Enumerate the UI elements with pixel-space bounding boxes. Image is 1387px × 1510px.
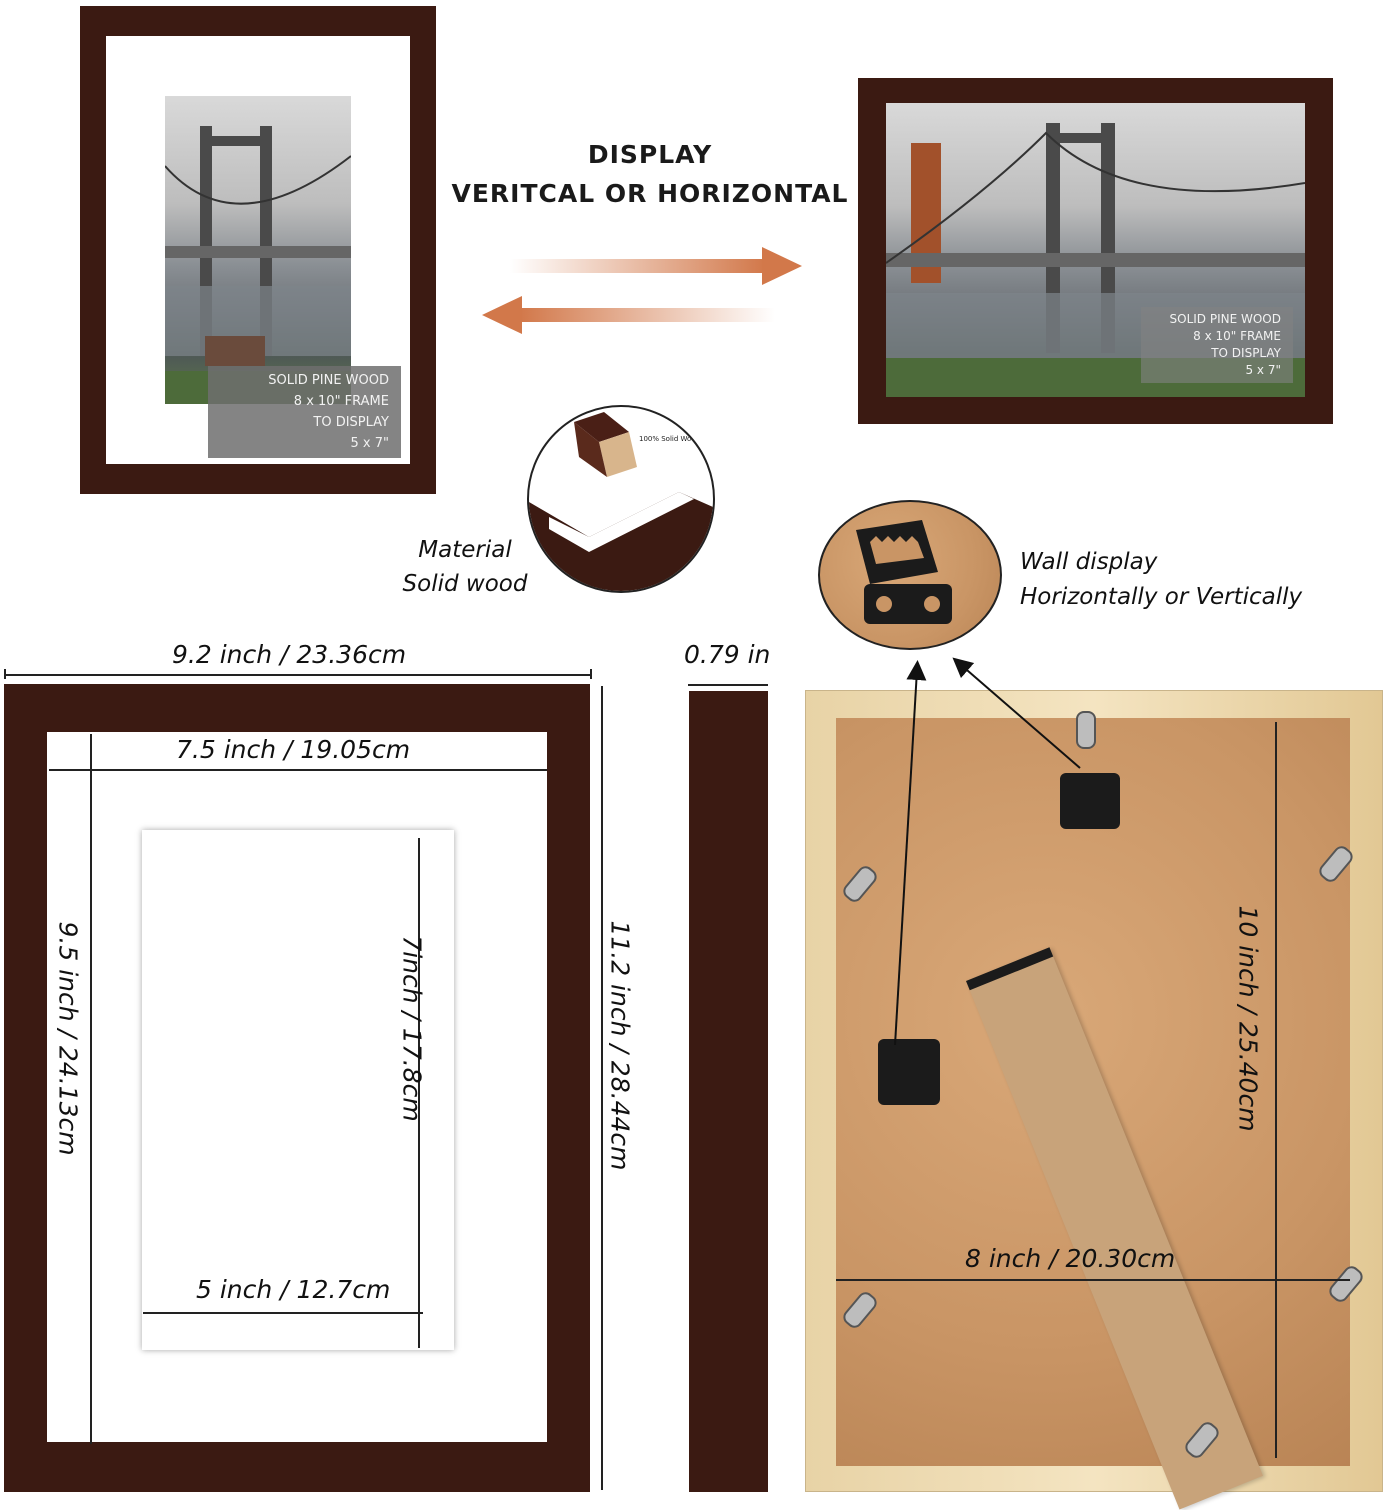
outer-height-line: [601, 686, 603, 1490]
dimension-frame: [4, 684, 590, 1492]
inner-width-label: 7.5 inch / 19.05cm: [176, 735, 411, 764]
outer-width-label: 9.2 inch / 23.36cm: [172, 640, 407, 669]
back-height-line: [1275, 722, 1277, 1458]
sawtooth-hanger-icon: [856, 520, 952, 624]
frame-back: [805, 690, 1383, 1510]
wall-display-line2: Horizontally or Vertically: [1020, 584, 1303, 610]
display-heading-line1: DISPLAY: [587, 140, 713, 169]
opening-width-label: 5 inch / 12.7cm: [196, 1275, 391, 1304]
hanger-detail-circle: [818, 500, 1002, 650]
outer-height-label: 11.2 inch / 28.44cm: [605, 920, 635, 1171]
retaining-clip-icon: [1076, 711, 1096, 749]
photo-opening: [142, 830, 454, 1350]
bridge-illustration: [165, 126, 351, 404]
inner-height-line: [90, 734, 92, 1444]
right-arrow-icon: [510, 247, 802, 285]
outer-width-line: [4, 674, 592, 676]
vertical-frame-photo: SOLID PINE WOOD 8 x 10" FRAME TO DISPLAY…: [80, 6, 436, 494]
caption-line: SOLID PINE WOOD: [1169, 312, 1282, 326]
side-hanger-icon: [878, 1039, 940, 1105]
caption-line: 8 x 10" FRAME: [293, 394, 389, 409]
horizontal-frame-photo: SOLID PINE WOOD 8 x 10" FRAME TO DISPLAY…: [858, 78, 1333, 424]
display-heading: DISPLAY VERITCAL OR HORIZONTAL: [440, 140, 860, 208]
vertical-frame-mat: SOLID PINE WOOD 8 x 10" FRAME TO DISPLAY…: [106, 36, 410, 464]
caption-line: 5 x 7": [350, 436, 389, 451]
frame-side-profile: [689, 691, 768, 1492]
back-width-line: [836, 1279, 1350, 1281]
left-arrow-icon: [482, 296, 775, 334]
opening-width-line: [143, 1312, 423, 1314]
wall-display-line1: Wall display: [1020, 549, 1158, 575]
opening-height-label: 7inch / 17.8cm: [397, 935, 427, 1122]
outer-width-tick: [590, 669, 592, 679]
caption-line: 8 x 10" FRAME: [1193, 329, 1281, 343]
material-corner-label: 100% Solid Wo: [639, 435, 692, 443]
depth-line: [688, 684, 768, 686]
material-label-line1: Material: [418, 537, 512, 563]
material-label: Material Solid wood: [395, 533, 535, 601]
back-height-label: 10 inch / 25.40cm: [1233, 905, 1263, 1132]
outer-width-tick: [4, 669, 6, 679]
opening-height-line: [418, 838, 420, 1348]
material-label-line2: Solid wood: [402, 571, 528, 597]
caption-line: TO DISPLAY: [313, 415, 389, 430]
wood-corner-illustration: [529, 412, 713, 591]
depth-label: 0.79 in: [684, 640, 771, 669]
vertical-frame-caption: SOLID PINE WOOD 8 x 10" FRAME TO DISPLAY…: [208, 366, 401, 458]
inner-width-line: [49, 769, 547, 771]
dimension-frame-mat: [47, 732, 547, 1442]
display-heading-line2: VERITCAL OR HORIZONTAL: [451, 179, 849, 208]
wall-display-label: Wall display Horizontally or Vertically: [1020, 545, 1302, 615]
caption-line: 5 x 7": [1245, 363, 1281, 377]
back-width-label: 8 inch / 20.30cm: [965, 1244, 1176, 1273]
hanger-pointer-arrows: [894, 657, 1081, 1046]
caption-line: TO DISPLAY: [1211, 346, 1281, 360]
caption-line: SOLID PINE WOOD: [268, 373, 389, 388]
horizontal-frame-caption: SOLID PINE WOOD 8 x 10" FRAME TO DISPLAY…: [1141, 307, 1293, 383]
inner-height-label: 9.5 inch / 24.13cm: [53, 921, 83, 1156]
orientation-arrows: [482, 247, 802, 334]
top-hanger-icon: [1060, 773, 1120, 829]
material-detail-circle: 100% Solid Wo: [527, 405, 715, 593]
bridge-photo-vertical: [165, 96, 351, 404]
